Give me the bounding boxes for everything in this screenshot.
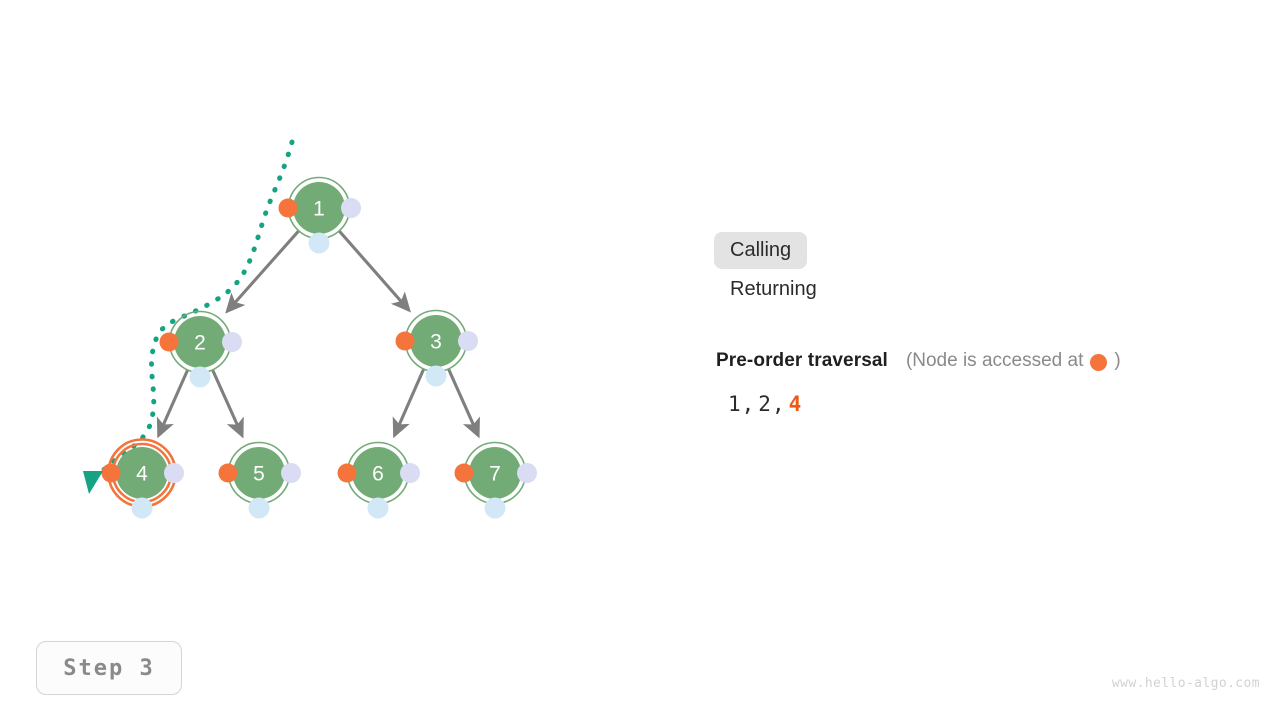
node-body: [233, 447, 285, 499]
node-access-dot-icon: [278, 198, 298, 218]
node-bottom-dot-icon: [425, 365, 447, 387]
tree-node[interactable]: 4: [101, 438, 185, 519]
traversal-value: 1,: [728, 392, 756, 416]
tree-node[interactable]: 3: [395, 309, 479, 387]
traversal-path: [97, 139, 295, 477]
node-body: [293, 182, 345, 234]
node-right-dot-icon: [281, 463, 301, 483]
node-bottom-dot-icon: [484, 497, 506, 519]
info-panel: Calling Returning Pre-order traversal (N…: [714, 232, 1254, 416]
traversal-title: Pre-order traversal: [716, 350, 888, 371]
node-body: [116, 447, 168, 499]
node-right-dot-icon: [164, 463, 184, 483]
node-right-dot-icon: [458, 331, 478, 351]
node-label: 7: [489, 463, 501, 486]
traversal-result-block: Pre-order traversal (Node is accessed at…: [714, 350, 1254, 416]
node-body: [352, 447, 404, 499]
traversal-note: (Node is accessed at ): [906, 350, 1121, 372]
node-right-dot-icon: [341, 198, 361, 218]
node-label: 4: [136, 463, 148, 486]
node-label: 3: [430, 331, 442, 354]
node-body: [174, 316, 226, 368]
node-access-dot-icon: [218, 463, 238, 483]
tree-node[interactable]: 5: [218, 441, 302, 519]
node-label: 1: [313, 198, 325, 221]
step-badge: Step 3: [36, 641, 182, 695]
traversal-cursor-icon: [83, 471, 103, 494]
tree-edge: [392, 368, 425, 439]
node-access-dot-icon: [337, 463, 357, 483]
node-bottom-dot-icon: [367, 497, 389, 519]
tree-node[interactable]: 7: [454, 441, 538, 519]
traversal-value: 4: [788, 392, 803, 416]
tree-edge: [156, 369, 189, 439]
tree-edge: [225, 230, 300, 314]
node-body: [410, 315, 462, 367]
state-calling[interactable]: Calling: [714, 232, 808, 269]
state-returning[interactable]: Returning: [730, 278, 817, 300]
traversal-values: 1,2,4: [714, 392, 1254, 416]
binary-tree-diagram: 1 2 3 4 5 6 7: [83, 139, 538, 519]
node-label: 6: [372, 463, 384, 486]
tree-node[interactable]: 1: [278, 176, 362, 254]
traversal-value: 2,: [758, 392, 786, 416]
node-bottom-dot-icon: [308, 232, 330, 254]
tree-edge: [211, 369, 244, 439]
node-access-dot-icon: [101, 463, 121, 483]
node-access-dot-icon: [454, 463, 474, 483]
node-bottom-dot-icon: [248, 497, 270, 519]
tree-edge-layer: [156, 230, 480, 439]
node-bottom-dot-icon: [131, 497, 153, 519]
tree-node-layer: 1 2 3 4 5 6 7: [101, 176, 538, 519]
node-right-dot-icon: [222, 332, 242, 352]
tree-edge: [447, 368, 480, 439]
traversal-heading: Pre-order traversal (Node is accessed at…: [714, 350, 1254, 372]
tree-node[interactable]: 2: [159, 310, 243, 388]
node-bottom-dot-icon: [189, 366, 211, 388]
recursion-state-list: Calling Returning: [714, 232, 1254, 308]
tree-edge: [338, 230, 411, 313]
tree-node[interactable]: 6: [337, 441, 421, 519]
traversal-note-prefix: (Node is accessed at: [905, 350, 1084, 371]
node-label: 5: [253, 463, 265, 486]
node-access-dot-icon: [395, 331, 415, 351]
traversal-path-layer: [97, 139, 295, 477]
node-right-dot-icon: [517, 463, 537, 483]
node-access-dot-icon: [159, 332, 179, 352]
access-dot-icon: [1090, 353, 1108, 371]
traversal-cursor-layer: [83, 471, 103, 494]
traversal-note-suffix: ): [1114, 350, 1121, 371]
node-right-dot-icon: [400, 463, 420, 483]
node-label: 2: [194, 332, 206, 355]
watermark: www.hello-algo.com: [1111, 676, 1260, 691]
node-body: [469, 447, 521, 499]
